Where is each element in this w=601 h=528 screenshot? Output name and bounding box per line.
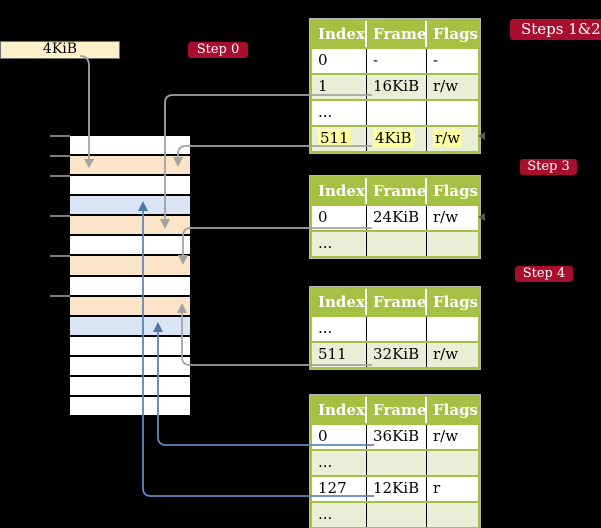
table-cell: -	[433, 51, 439, 69]
memory-frame-row-white	[70, 376, 190, 396]
table-row: ...	[312, 449, 478, 475]
step4-label: Step 4	[515, 266, 573, 282]
table-cell: ...	[312, 101, 367, 125]
memory-frame-row-peach	[70, 216, 190, 235]
table-cell: r/w	[433, 427, 459, 445]
memory-tick	[50, 295, 70, 297]
table-row: ...	[312, 501, 478, 527]
highlighted-value: r/w	[433, 129, 463, 147]
table-row: 511 4KiB r/w	[312, 125, 478, 151]
memory-tick	[50, 215, 70, 217]
table-cell: 16KiB	[367, 75, 427, 99]
memory-tick	[50, 135, 70, 137]
table-cell: 0	[312, 49, 367, 73]
table-cell	[367, 232, 427, 256]
table-row: 0--	[312, 47, 478, 73]
step3-label: Step 3	[520, 159, 577, 175]
memory-frame-row-white	[70, 356, 190, 375]
table-cell: 0	[312, 425, 367, 449]
memory-tick	[50, 255, 70, 257]
physical-memory-column	[70, 136, 190, 416]
table-cell: r/w	[433, 77, 459, 95]
table-cell: r/w	[433, 208, 459, 226]
table-cell: ...	[312, 503, 367, 527]
table-cell: ...	[312, 317, 367, 341]
table-row: ...	[312, 230, 478, 256]
table-cell	[367, 451, 427, 475]
column-header-frame: Frame	[367, 289, 427, 315]
memory-frame-row-blue	[70, 316, 190, 335]
column-header-frame: Frame	[367, 397, 427, 423]
table-row: ...	[312, 99, 478, 125]
table-cell	[367, 101, 427, 125]
table-cell: 511	[312, 127, 367, 151]
column-header-index: Index	[312, 289, 367, 315]
column-header-index: Index	[312, 21, 367, 47]
memory-frame-row-white	[70, 336, 190, 355]
table-cell: 1	[312, 75, 367, 99]
memory-frame-row-white	[70, 276, 190, 295]
memory-frame-row-white	[70, 397, 190, 416]
memory-tick	[50, 175, 70, 177]
table-cell: 24KiB	[367, 206, 427, 230]
table-cell: -	[367, 49, 427, 73]
table-cell: 127	[312, 477, 367, 501]
column-header-index: Index	[312, 178, 367, 204]
column-header-flags: Flags	[433, 293, 478, 311]
table-cell: 32KiB	[367, 343, 427, 367]
steps12-label: Steps 1&2	[510, 19, 601, 40]
column-header-index: Index	[312, 397, 367, 423]
column-header-flags: Flags	[433, 401, 478, 419]
column-header-flags: Flags	[433, 25, 478, 43]
highlighted-value: 511	[318, 129, 351, 147]
table-cell	[367, 317, 427, 341]
table-cell	[427, 101, 478, 125]
table-cell: 4KiB	[367, 127, 427, 151]
table-cell: r	[433, 479, 441, 497]
table-cell: 511	[312, 343, 367, 367]
page-size-label: 4KiB	[0, 41, 120, 59]
memory-frame-row-peach	[70, 296, 190, 315]
column-header-flags: Flags	[433, 182, 478, 200]
table-cell	[427, 317, 478, 341]
table-cell: ...	[312, 232, 367, 256]
table-cell: r/w	[433, 345, 459, 363]
table-cell	[427, 503, 478, 527]
table-cell	[427, 451, 478, 475]
table-cell: 0	[312, 206, 367, 230]
table-cell: 36KiB	[367, 425, 427, 449]
table-cell	[427, 232, 478, 256]
memory-frame-row-peach	[70, 256, 190, 275]
highlighted-value: 4KiB	[373, 129, 414, 147]
table-row: ...	[312, 315, 478, 341]
memory-frame-row-peach	[70, 156, 190, 175]
memory-frame-row-white	[70, 136, 190, 155]
table-cell: ...	[312, 451, 367, 475]
memory-frame-row-white	[70, 176, 190, 195]
memory-frame-row-white	[70, 236, 190, 255]
memory-tick	[50, 155, 70, 157]
memory-frame-row-blue	[70, 196, 190, 215]
table-cell	[367, 503, 427, 527]
column-header-frame: Frame	[367, 178, 427, 204]
column-header-frame: Frame	[367, 21, 427, 47]
step0-label: Step 0	[188, 42, 248, 58]
table-cell: r/w	[427, 127, 478, 151]
table-cell: 12KiB	[367, 477, 427, 501]
